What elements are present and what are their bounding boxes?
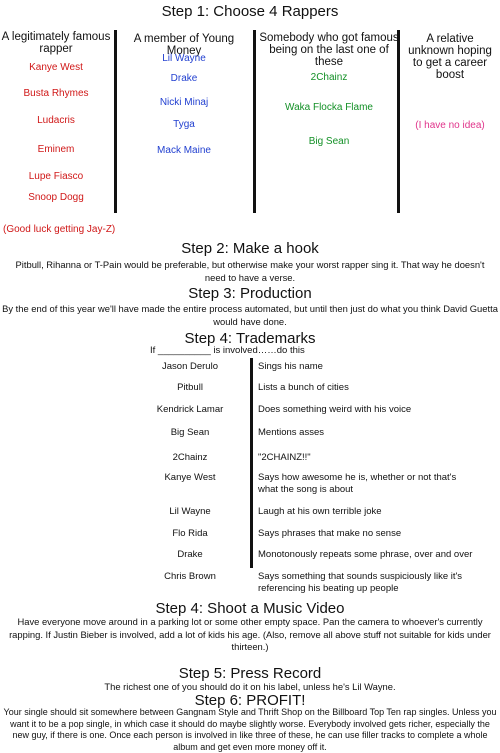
trademark-action: Monotonously repeats some phrase, over a… [258, 549, 473, 560]
step1-title: Step 1: Choose 4 Rappers [161, 3, 339, 20]
trademark-action: Says phrases that make no sense [258, 528, 402, 539]
column2-name: Tyga [173, 119, 195, 130]
step6-text: Your single should sit somewhere between… [3, 707, 497, 752]
column1-name: Ludacris [37, 115, 75, 126]
step5-text: The richest one of you should do it on h… [104, 681, 396, 692]
column-divider [253, 30, 256, 213]
column3-name: 2Chainz [310, 72, 348, 83]
trademark-rapper: 2Chainz [172, 452, 208, 463]
trademark-rapper: Big Sean [170, 427, 210, 438]
column1-name: Lupe Fiasco [28, 171, 84, 182]
trademark-rapper: Lil Wayne [169, 506, 211, 517]
column1-name: Snoop Dogg [28, 192, 84, 203]
trademark-action: Says how awesome he is, whether or not t… [258, 472, 457, 495]
trademark-rapper: Flo Rida [172, 528, 208, 539]
trademark-rapper: Kanye West [164, 472, 216, 483]
column2-name: Nicki Minaj [159, 97, 209, 108]
column-divider [397, 30, 400, 213]
column1-name: Eminem [37, 144, 75, 155]
column1-name: Busta Rhymes [23, 88, 89, 99]
trademark-action: Sings his name [258, 361, 323, 372]
column3-header: Somebody who got famous being on the las… [259, 32, 399, 68]
step4b-text: Have everyone move around in a parking l… [9, 616, 491, 652]
column2-name: Drake [170, 73, 198, 84]
trademark-action: "2CHAINZ!!" [258, 452, 311, 463]
trademarks-header: If __________ is involved……do this [150, 345, 305, 356]
trademark-rapper: Pitbull [177, 382, 203, 393]
trademark-rapper: Kendrick Lamar [156, 404, 224, 415]
trademark-action: Mentions asses [258, 427, 325, 438]
trademark-action: Laugh at his own terrible joke [258, 506, 382, 517]
column1-note: (Good luck getting Jay-Z) [3, 224, 116, 235]
column2-name: Mack Maine [157, 145, 211, 156]
column2-name: Lil Wayne [162, 53, 206, 64]
step5-title: Step 5: Press Record [178, 665, 322, 682]
trademark-action: Does something weird with his voice [258, 404, 412, 415]
column-divider [114, 30, 117, 213]
step3-text: By the end of this year we'll have made … [2, 303, 498, 327]
column2-header: A member of Young Money [133, 33, 235, 57]
column4-header: A relative unknown hoping to get a caree… [408, 33, 492, 81]
column3-name: Big Sean [308, 136, 350, 147]
trademarks-divider [250, 358, 253, 568]
step4-title: Step 4: Trademarks [184, 330, 316, 347]
step4b-title: Step 4: Shoot a Music Video [155, 600, 345, 617]
column3-name: Waka Flocka Flame [285, 102, 373, 113]
step2-text: Pitbull, Rihanna or T-Pain would be pref… [15, 259, 485, 283]
trademark-rapper: Jason Derulo [162, 361, 218, 372]
step3-title: Step 3: Production [188, 285, 312, 302]
column4-name: (I have no idea) [415, 120, 485, 131]
trademark-rapper: Drake [177, 549, 203, 560]
step6-title: Step 6: PROFIT! [194, 692, 306, 709]
column1-header: A legitimately famous rapper [1, 31, 111, 55]
step2-title: Step 2: Make a hook [181, 240, 319, 257]
column1-name: Kanye West [29, 62, 83, 73]
trademark-action: Says something that sounds suspiciously … [258, 571, 463, 594]
trademark-rapper: Chris Brown [164, 571, 216, 582]
trademark-action: Lists a bunch of cities [258, 382, 349, 393]
